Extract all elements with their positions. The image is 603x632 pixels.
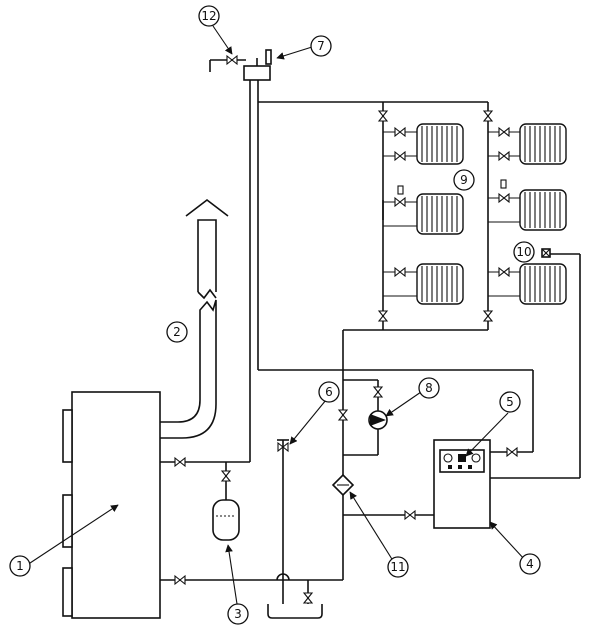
expansion-tank [212,470,240,541]
radiator [519,189,567,231]
valve [483,310,493,322]
valve [394,127,406,137]
svg-text:1: 1 [16,559,24,573]
svg-text:3: 3 [234,607,242,621]
valve [394,267,406,277]
callout-5: 5 [499,391,521,413]
radiator [416,123,464,165]
radiator [519,263,567,305]
svg-text:6: 6 [325,385,333,399]
svg-text:7: 7 [317,39,325,53]
radiator [416,193,464,235]
control-unit [433,439,491,529]
valve [404,510,416,520]
valve [498,127,510,137]
radiator-network [382,102,489,330]
valve [394,197,406,207]
svg-text:4: 4 [526,557,534,571]
svg-text:10: 10 [516,245,531,259]
svg-text:2: 2 [173,325,181,339]
safety-valve [277,439,289,452]
valve [498,267,510,277]
callout-10: 10 [513,241,535,263]
valve [174,575,186,585]
callout-9: 9 [453,169,475,191]
chimney-flue [160,198,229,439]
svg-text:9: 9 [460,173,468,187]
filter-icon [331,473,355,497]
air-release-valve [209,49,272,81]
boiler [62,391,161,619]
callout-3: 3 [227,603,249,625]
valve [394,151,406,161]
sensor-icon [541,248,551,258]
air-vent-icon [397,179,507,195]
valve [174,457,186,467]
radiator [416,263,464,305]
callout-8: 8 [418,377,440,399]
callout-2: 2 [166,321,188,343]
valve [498,151,510,161]
svg-text:12: 12 [201,9,216,23]
valve [378,110,388,122]
callout-6: 6 [318,381,340,403]
callout-12: 12 [198,5,220,27]
valve [498,193,510,203]
svg-text:5: 5 [506,395,514,409]
callout-7: 7 [310,35,332,57]
valve [506,447,518,457]
valve [378,310,388,322]
callout-11: 11 [387,556,409,578]
leader-lines [26,25,526,605]
radiator [519,123,567,165]
circulation-pump-icon [338,386,388,430]
valve [303,592,313,604]
svg-text:11: 11 [390,560,405,574]
callout-1: 1 [9,555,31,577]
callout-4: 4 [519,553,541,575]
valve [483,110,493,122]
svg-text:8: 8 [425,381,433,395]
